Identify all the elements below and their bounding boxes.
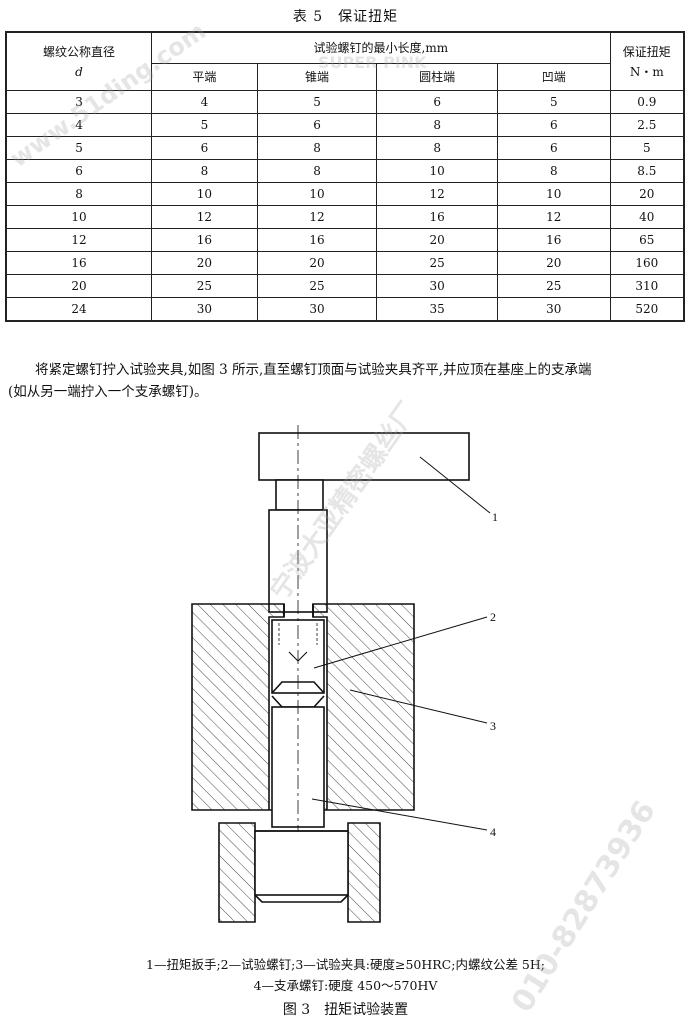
- paragraph-line-1: 将紧定螺钉拧入试验夹具,如图 3 所示,直至螺钉顶面与试验夹具齐平,并应顶在基座…: [35, 362, 592, 378]
- test-fixture-right: [312, 603, 415, 811]
- base-right: [347, 822, 381, 923]
- torque-test-figure: 1 2 3 4: [191, 425, 498, 923]
- figure-legend-line-2: 4—支承螺钉:硬度 450～570HV: [253, 978, 438, 993]
- callout-3: 3: [490, 719, 496, 733]
- header-cup-end: 凹端: [496, 63, 611, 91]
- header-min-length: 试验螺钉的最小长度,mm: [151, 31, 611, 64]
- figure-legend-line-1: 1—扭矩扳手;2—试验螺钉;3—试验夹具:硬度≥50HRC;内螺纹公差 5H;: [146, 957, 545, 972]
- header-dog-end: 圆柱端: [376, 63, 498, 91]
- torque-wrench: [258, 432, 470, 481]
- base-left: [218, 822, 256, 923]
- header-torque: 保证扭矩 N・m: [609, 31, 685, 91]
- table-title: 表 5 保证扭矩: [292, 9, 399, 25]
- torque-table: 螺纹公称直径 d 试验螺钉的最小长度,mm 保证扭矩 N・m 平端 锥端 圆柱端…: [5, 31, 685, 322]
- header-diameter: 螺纹公称直径 d: [5, 31, 153, 91]
- figure-title: 图 3 扭矩试验装置: [282, 1002, 409, 1018]
- header-cone-end: 锥端: [256, 63, 378, 91]
- callout-2: 2: [490, 610, 496, 624]
- body-paragraph: 将紧定螺钉拧入试验夹具,如图 3 所示,直至螺钉顶面与试验夹具齐平,并应顶在基座…: [8, 359, 684, 403]
- callout-4: 4: [490, 825, 496, 839]
- callout-1: 1: [492, 510, 498, 524]
- paragraph-line-2: (如从另一端拧入一个支承螺钉)。: [8, 384, 208, 400]
- header-flat-end: 平端: [151, 63, 258, 91]
